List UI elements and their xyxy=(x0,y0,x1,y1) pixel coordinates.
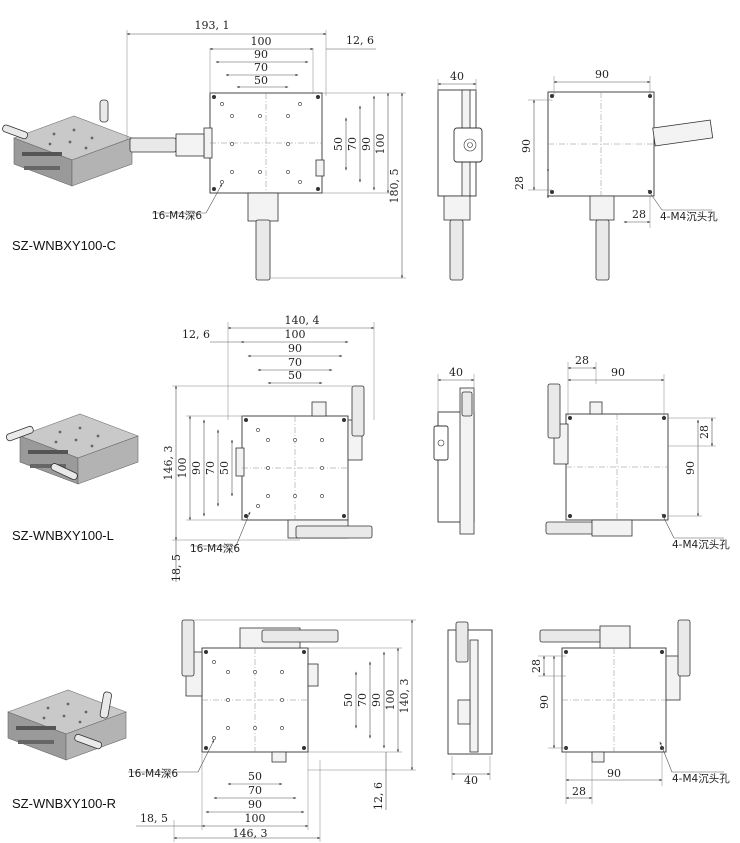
dim-r-bottom-spacing-v: 28 xyxy=(530,659,543,673)
front-view-c xyxy=(126,30,406,281)
dim-l-bottom-height: 90 xyxy=(684,461,697,475)
dim-c-height-2: 70 xyxy=(346,137,359,151)
bottom-view-r xyxy=(538,619,724,804)
dim-l-width-4: 50 xyxy=(288,369,302,382)
dim-r-bottom-height: 90 xyxy=(538,695,551,709)
model-label-r: SZ-WNBXY100-R xyxy=(12,796,116,811)
stage-photo-l xyxy=(5,413,139,485)
dim-r-overall-width: 146, 3 xyxy=(233,827,268,840)
dim-l-overall-width: 140, 4 xyxy=(285,314,320,327)
stage-photo-r xyxy=(7,689,127,761)
dim-r-overall-height: 140, 3 xyxy=(398,679,411,714)
dim-l-bottom-spacing-v: 28 xyxy=(698,425,711,439)
bottom-view-l xyxy=(545,362,724,539)
dim-l-side-thickness: 40 xyxy=(449,366,463,379)
dim-c-side-thickness: 40 xyxy=(450,70,464,83)
dim-c-offset: 12, 6 xyxy=(346,34,374,47)
note-l-bottom-holes: 4-M4沉头孔 xyxy=(672,538,730,551)
dim-c-height-1: 50 xyxy=(332,137,345,151)
side-view-l xyxy=(433,374,475,535)
dim-l-height-2: 90 xyxy=(190,461,203,475)
side-view-c xyxy=(437,79,483,281)
bottom-view-c xyxy=(528,76,714,281)
dim-c-bottom-width: 90 xyxy=(595,68,609,81)
dim-c-width-4: 50 xyxy=(254,74,268,87)
note-r-front-holes: 16-M4深6 xyxy=(128,768,178,780)
row-l: SZ-WNBXY100-L xyxy=(5,314,730,582)
dim-l-width-3: 70 xyxy=(288,356,302,369)
dim-r-height-3: 90 xyxy=(370,693,383,707)
dim-c-overall-width: 193, 1 xyxy=(195,19,230,32)
model-label-c: SZ-WNBXY100-C xyxy=(12,238,116,253)
dim-c-height-4: 100 xyxy=(374,134,387,155)
dim-r-bottom-offset-h: 18, 5 xyxy=(140,812,168,825)
dim-r-bottom-offset-v: 12, 6 xyxy=(372,782,385,810)
dim-c-bottom-spacing-h: 28 xyxy=(632,208,646,221)
note-c-front-holes: 16-M4深6 xyxy=(152,210,202,222)
dim-r-height-4: 100 xyxy=(384,690,397,711)
dim-r-bottom-width: 90 xyxy=(607,767,621,780)
dim-l-bottom-spacing-h: 28 xyxy=(575,354,589,367)
dim-c-width-2: 90 xyxy=(254,48,268,61)
dim-r-height-1: 50 xyxy=(342,693,355,707)
dim-l-height-1: 100 xyxy=(176,458,189,479)
note-c-bottom-holes: 4-M4沉头孔 xyxy=(660,210,718,223)
side-view-r xyxy=(447,621,493,780)
front-view-r xyxy=(128,619,416,842)
dim-l-height-3: 70 xyxy=(204,461,217,475)
dim-r-height-2: 70 xyxy=(356,693,369,707)
note-l-front-holes: 16-M4深6 xyxy=(190,543,240,555)
dim-l-width-2: 90 xyxy=(288,342,302,355)
dim-l-bottom-width: 90 xyxy=(611,366,625,379)
model-label-l: SZ-WNBXY100-L xyxy=(12,528,114,543)
dim-r-bottom-spacing-h: 28 xyxy=(572,785,586,798)
row-r: SZ-WNBXY100-R xyxy=(7,619,730,842)
dim-r-side-thickness: 40 xyxy=(464,774,478,787)
dim-l-width-1: 100 xyxy=(285,328,306,341)
dim-r-width-4: 100 xyxy=(245,812,266,825)
dim-r-width-3: 90 xyxy=(248,798,262,811)
note-r-bottom-holes: 4-M4沉头孔 xyxy=(672,772,730,785)
dim-r-width-1: 50 xyxy=(248,770,262,783)
dim-r-width-2: 70 xyxy=(248,784,262,797)
dim-c-width-3: 70 xyxy=(254,61,268,74)
dim-l-overall-height: 146, 3 xyxy=(162,446,175,481)
dim-c-overall-height: 180, 5 xyxy=(388,169,401,204)
dim-l-bottom-offset: 18, 5 xyxy=(170,554,183,582)
row-c: SZ-WNBXY100-C xyxy=(2,19,718,281)
dim-l-offset: 12, 6 xyxy=(182,328,210,341)
dim-c-width-1: 100 xyxy=(251,35,272,48)
dim-l-height-4: 50 xyxy=(218,461,231,475)
dim-c-bottom-height: 90 xyxy=(520,139,533,153)
stage-photo-c xyxy=(2,99,133,187)
front-view-l xyxy=(172,322,375,582)
dim-c-bottom-spacing-v: 28 xyxy=(513,176,526,190)
dim-c-height-3: 90 xyxy=(360,137,373,151)
